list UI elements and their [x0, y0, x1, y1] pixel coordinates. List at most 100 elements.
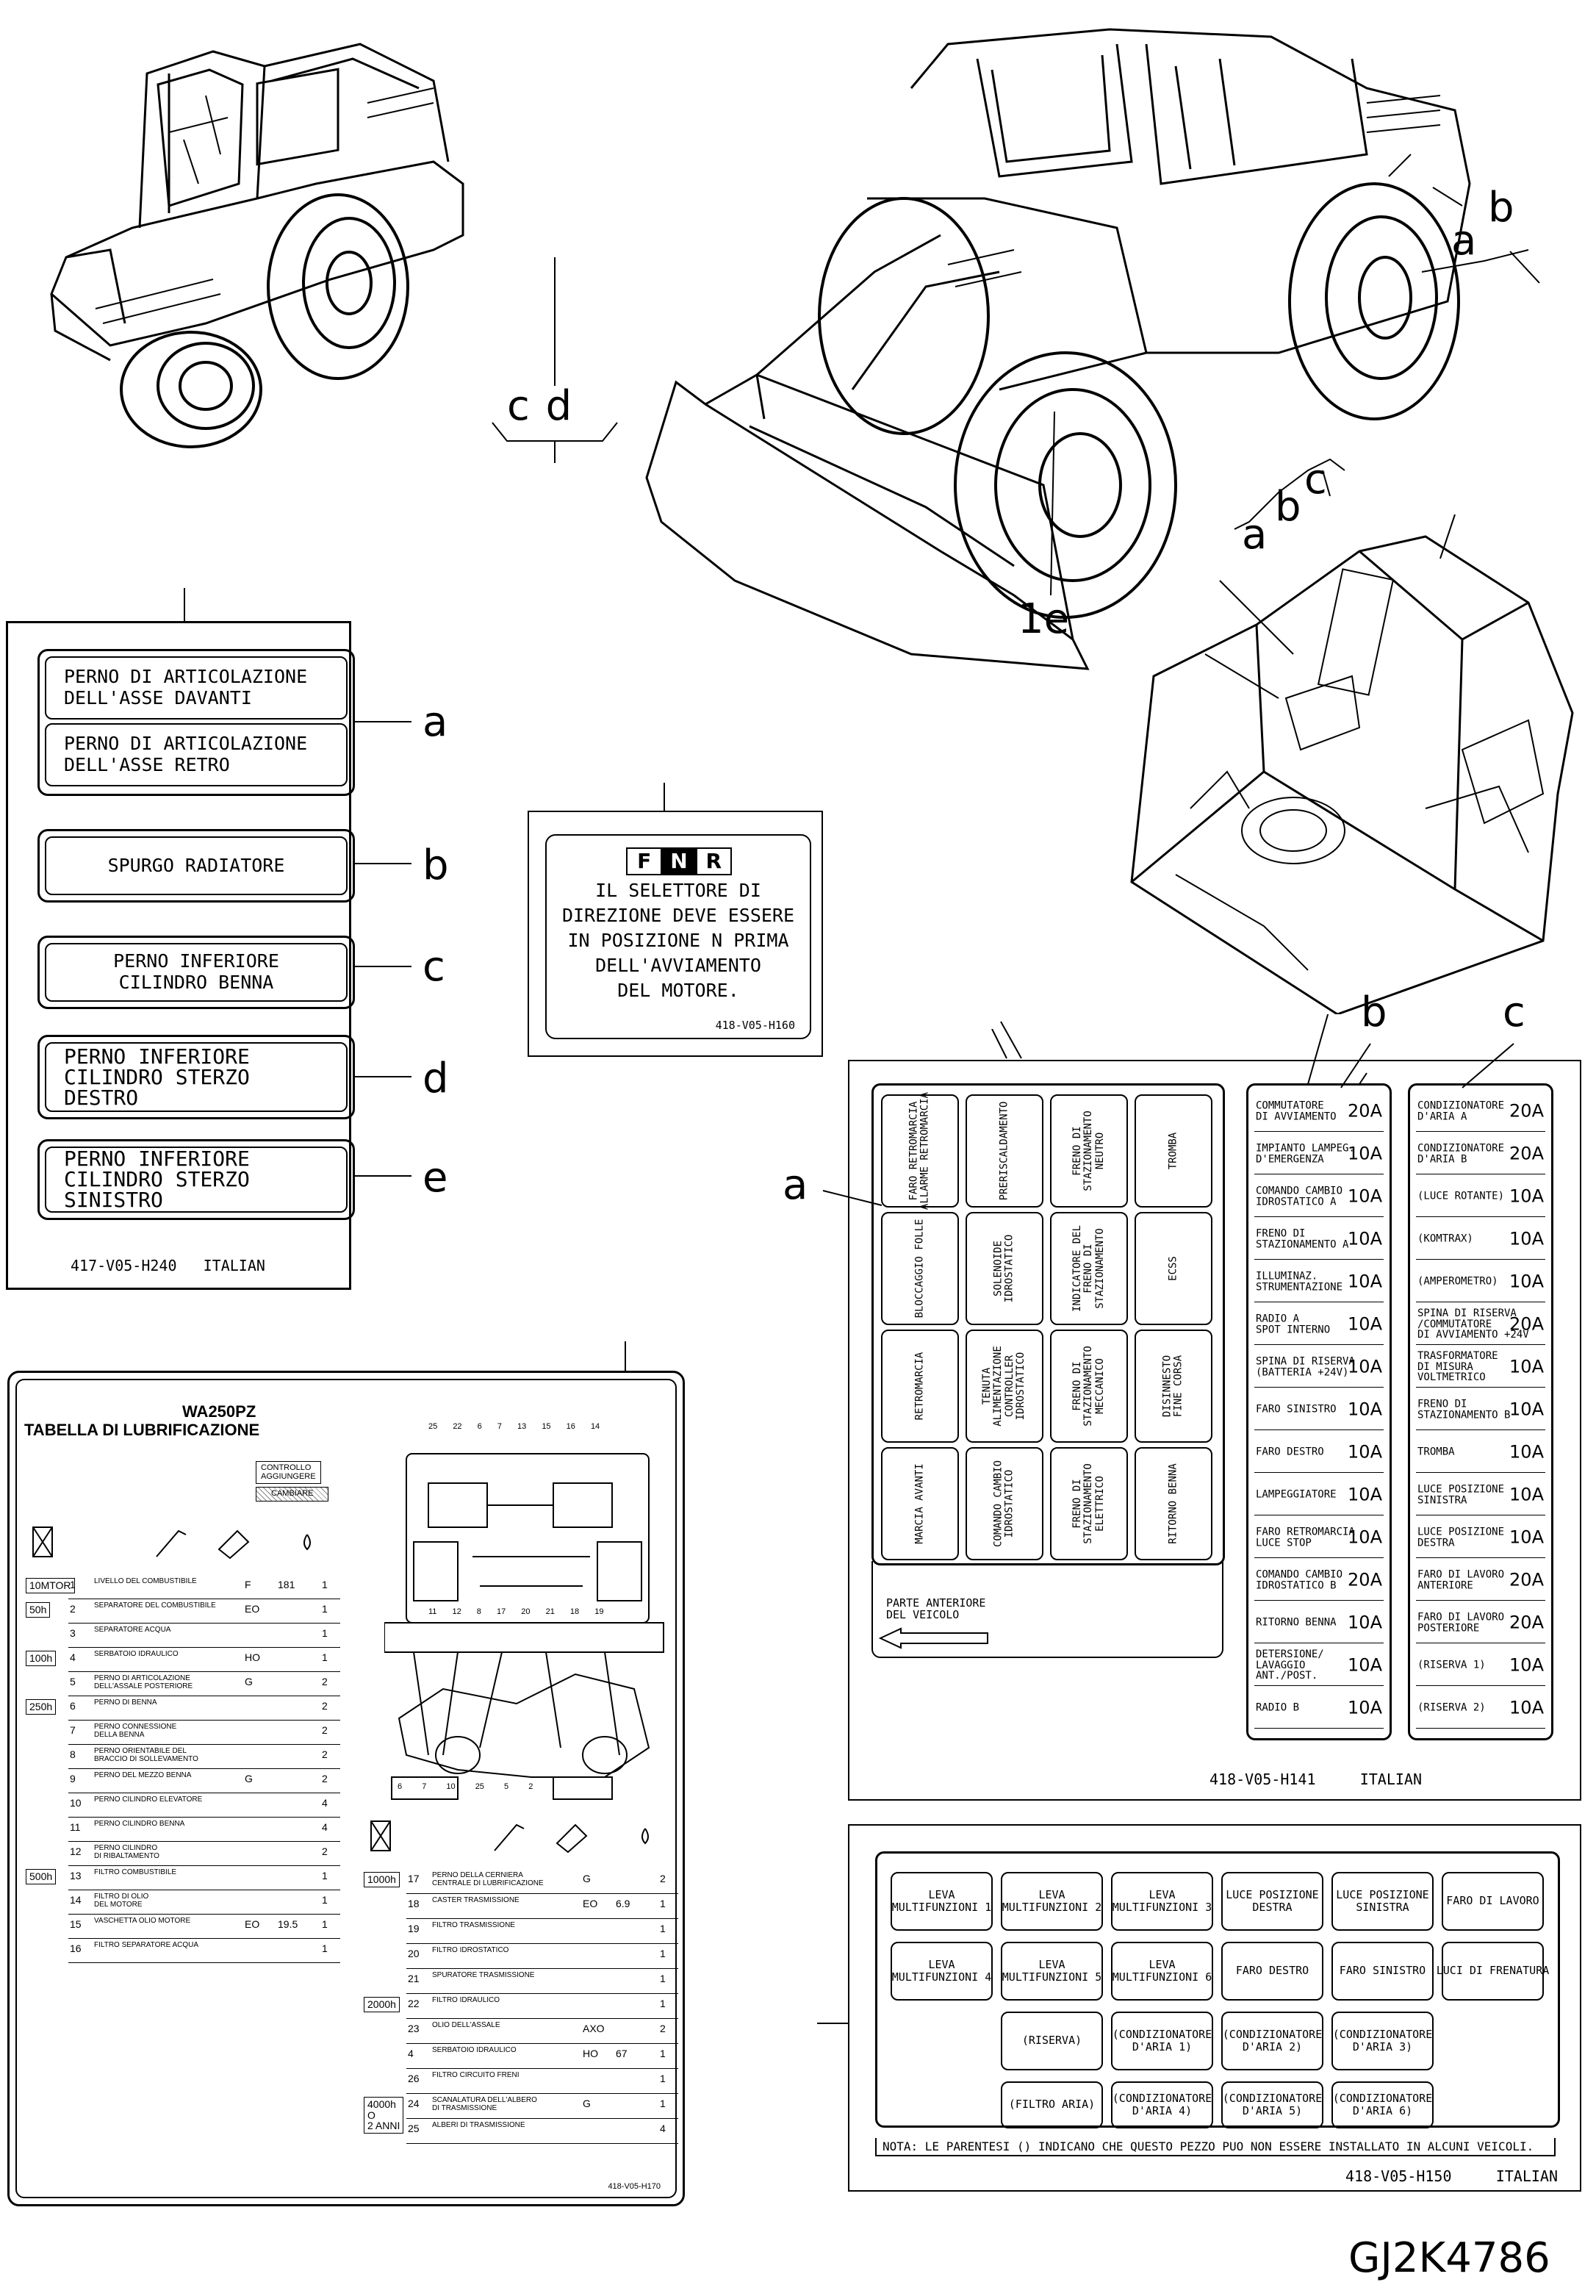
- b-fuse-label: RITORNO BENNA: [1256, 1616, 1337, 1629]
- callout-a-top: a: [1451, 217, 1477, 265]
- decal-callout-c: c: [423, 943, 445, 991]
- fuse-cell-1-4: TROMBA: [1135, 1094, 1212, 1208]
- c-fuse-rating: 10A: [1509, 1527, 1544, 1548]
- lube-item-name: FILTRO CIRCUITO FRENI: [432, 2071, 520, 2079]
- relay-multifunction-3: LEVA MULTIFUNZIONI 3: [1111, 1872, 1213, 1931]
- lube-points: 2: [660, 2023, 666, 2034]
- relay-ac-3: (CONDIZIONATORE D'ARIA 3): [1331, 2012, 1434, 2070]
- lube-row-line: [406, 2093, 678, 2094]
- lube-points: 2: [660, 1873, 666, 1884]
- fuse-cell-2-3: INDICATORE DEL FRENO DI STAZIONAMENTO: [1050, 1212, 1128, 1325]
- callout-b-cab: b: [1275, 483, 1301, 531]
- lube-item-number: 21: [408, 1973, 420, 1984]
- c-fuse-label: FARO DI LAVORO ANTERIORE: [1417, 1568, 1505, 1591]
- front-of-vehicle-label: PARTE ANTERIORE DEL VEICOLO: [886, 1596, 986, 1621]
- relay-position-left: LUCE POSIZIONE SINISTRA: [1331, 1872, 1434, 1931]
- lube-item-name: SPURATORE TRASMISSIONE: [432, 1971, 535, 1979]
- fuse-cell-1-2: PRERISCALDAMENTO: [966, 1094, 1043, 1208]
- lube-item-number: 24: [408, 2098, 420, 2109]
- decal-bucket-cylinder-pin-text: PERNO INFERIORE CILINDRO BENNA: [45, 943, 348, 1002]
- lube-diagram-top-numbers: 25 22 6 7 13 15 16 14: [428, 1422, 600, 1431]
- b-fuse-label: COMMUTATORE DI AVVIAMENTO: [1256, 1099, 1337, 1122]
- b-fuse-rating: 10A: [1348, 1143, 1382, 1164]
- c-fuse-rating: 10A: [1509, 1484, 1544, 1505]
- lube-item-number: 19: [408, 1923, 420, 1934]
- lube-item-name: FILTRO TRASMISSIONE: [432, 1921, 515, 1929]
- lube-item-number: 13: [70, 1870, 82, 1881]
- c-fuse-label: TROMBA: [1417, 1446, 1455, 1458]
- loader-rear-view-illustration: [50, 43, 464, 448]
- lube-item-name: SERBATOIO IDRAULICO: [94, 1650, 179, 1658]
- lube-row-line: [68, 1720, 340, 1721]
- lube-row-line: [406, 1943, 678, 1944]
- c-fuse-label: (LUCE ROTANTE): [1417, 1190, 1505, 1202]
- lube-quantity: 19.5: [278, 1918, 298, 1930]
- c-fuse-rating: 10A: [1509, 1228, 1544, 1249]
- lube-points: 1: [660, 1948, 666, 1959]
- relay-multifunction-2: LEVA MULTIFUNZIONI 2: [1001, 1872, 1103, 1931]
- lube-item-number: 5: [70, 1676, 76, 1687]
- lube-quantity: 67: [616, 2048, 628, 2059]
- relay-note: NOTA: LE PARENTESI () INDICANO CHE QUEST…: [875, 2138, 1556, 2156]
- c-fuse-rating: 10A: [1509, 1356, 1544, 1377]
- decal-rear-axle-pivot: PERNO DI ARTICOLAZIONE DELL'ASSE RETRO: [45, 723, 348, 786]
- lube-item-name: PERNO CILINDRO DI RIBALTAMENTO: [94, 1844, 159, 1860]
- lube-row-line: [406, 1968, 678, 1969]
- b-fuse-rating: 10A: [1348, 1313, 1382, 1335]
- b-fuse-rating: 10A: [1348, 1271, 1382, 1292]
- b-fuse-label: COMANDO CAMBIO IDROSTATICO B: [1256, 1568, 1343, 1591]
- decal-sheet-code: 417-V05-H240 ITALIAN: [71, 1257, 265, 1274]
- c-fuse-rating: 10A: [1509, 1441, 1544, 1463]
- lube-item-number: 12: [70, 1845, 82, 1857]
- lube-oil-code: AXO: [583, 2023, 605, 2034]
- c-fuse-label: LUCE POSIZIONE SINISTRA: [1417, 1483, 1505, 1506]
- c-fuse-label: (RISERVA 2): [1417, 1701, 1486, 1714]
- c-fuse-label: (RISERVA 1): [1417, 1659, 1486, 1671]
- fnr-line-4: DELL'AVVIAMENTO: [595, 955, 761, 976]
- lube-row-line: [68, 1744, 340, 1745]
- lube-row-line: [68, 1841, 340, 1842]
- b-fuse-label: COMANDO CAMBIO IDROSTATICO A: [1256, 1185, 1343, 1208]
- cab-interior-illustration: [1130, 514, 1574, 1014]
- b-fuse-label: FRENO DI STAZIONAMENTO A: [1256, 1227, 1349, 1250]
- c-fuse-rating: 10A: [1509, 1697, 1544, 1718]
- callout-cd-top: c d: [507, 382, 574, 430]
- lube-quantity: 181: [278, 1579, 295, 1590]
- relay-ac-2: (CONDIZIONATORE D'ARIA 2): [1221, 2012, 1323, 2070]
- b-fuse-label: RADIO A SPOT INTERNO: [1256, 1313, 1331, 1335]
- relay-light-right: FARO DESTRO: [1221, 1942, 1323, 2001]
- lube-item-name: FILTRO COMBUSTIBILE: [94, 1868, 177, 1876]
- lube-points: 1: [322, 1870, 328, 1881]
- decal-steering-cylinder-right-text: PERNO INFERIORE CILINDRO STERZO DESTRO: [45, 1042, 348, 1112]
- b-fuse-label: ILLUMINAZ. STRUMENTAZIONE: [1256, 1270, 1343, 1293]
- c-fuse-9: TROMBA 10A: [1416, 1432, 1545, 1473]
- decal-steering-cylinder-right: PERNO INFERIORE CILINDRO STERZO DESTRO: [37, 1035, 355, 1119]
- fuse-cell-1-1: FARO RETROMARCIA ALLARME RETROMARCIA: [881, 1092, 959, 1210]
- lube-item-name: PERNO ORIENTABILE DEL BRACCIO DI SOLLEVA…: [94, 1747, 198, 1763]
- lube-points: 2: [322, 1845, 328, 1857]
- fuse-cell-3-2: TENUTA ALIMENTAZIONE CONTROLLER IDROSTAT…: [966, 1330, 1043, 1443]
- lube-item-number: 18: [408, 1898, 420, 1909]
- c-fuse-rating: 10A: [1509, 1271, 1544, 1292]
- lube-item-number: 22: [408, 1998, 420, 2009]
- c-fuse-rating: 20A: [1509, 1313, 1544, 1335]
- lube-row-line: [68, 1623, 340, 1624]
- fuse-callout-c: c: [1503, 989, 1525, 1036]
- fnr-code: 418-V05-H160: [715, 1019, 795, 1032]
- lube-item-number: 1: [70, 1579, 76, 1590]
- decal-sheet-leader: [184, 588, 185, 621]
- b-fuse-rating: 20A: [1348, 1569, 1382, 1590]
- lube-points: 2: [322, 1724, 328, 1736]
- callout-b-top: b: [1488, 184, 1514, 232]
- front-arrow-icon: [879, 1627, 988, 1649]
- lube-item-name: PERNO DELLA CERNIERA CENTRALE DI LUBRIFI…: [432, 1871, 544, 1887]
- lube-interval: 50h: [26, 1602, 51, 1618]
- b-fuse-7: SPINA DI RISERVA (BATTERIA +24V)10A: [1254, 1347, 1384, 1388]
- c-fuse-rating: 20A: [1509, 1100, 1544, 1122]
- lube-points: 1: [322, 1603, 328, 1615]
- fnr-direction-decal-418-V05-H160: F N R IL SELETTORE DI DIREZIONE DEVE ESS…: [528, 811, 823, 1057]
